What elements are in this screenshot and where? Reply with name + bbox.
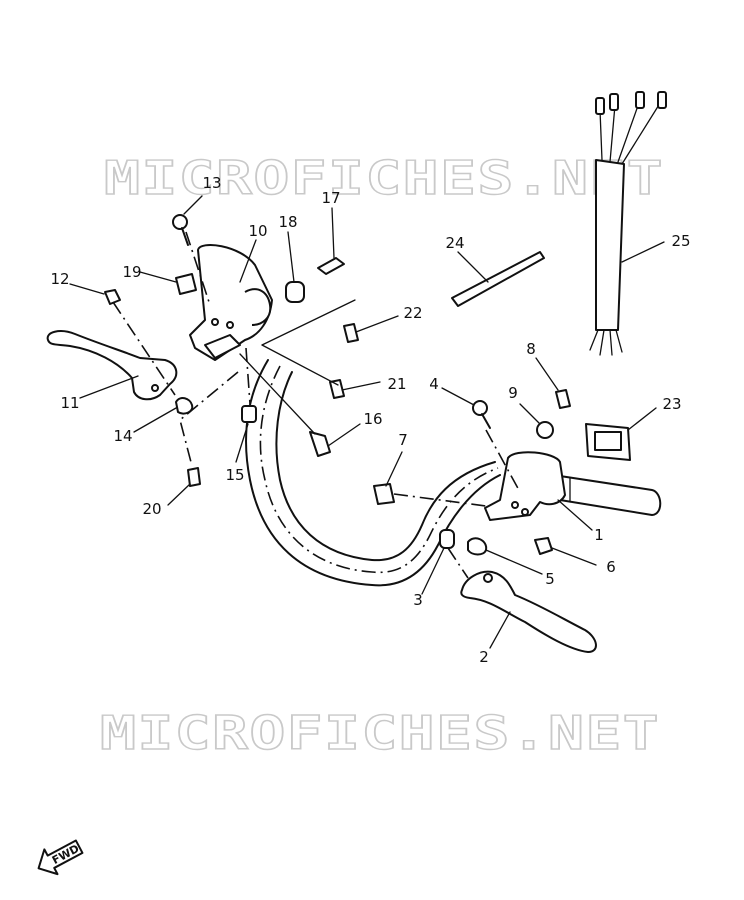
callout-labels: 1 2 3 4 5 6 7 8 9 10 11 12 13 14 15 16 1… [50, 174, 690, 666]
callout-21: 21 [387, 375, 406, 393]
leader-lines [69, 195, 665, 649]
callout-3: 3 [413, 591, 423, 609]
callout-25: 25 [671, 232, 690, 250]
callout-11: 11 [60, 394, 79, 412]
callout-6: 6 [606, 558, 616, 576]
left-lever [46, 330, 178, 401]
watermark-bottom: MICROFICHES.NET [100, 706, 660, 760]
callout-13: 13 [202, 174, 221, 192]
callout-5: 5 [545, 570, 555, 588]
callout-23: 23 [662, 395, 681, 413]
callout-2: 2 [479, 648, 489, 666]
callout-14: 14 [113, 427, 132, 445]
right-grip [559, 475, 662, 516]
callout-17: 17 [321, 189, 340, 207]
right-lever [460, 570, 597, 653]
watermark-top: MICROFICHES.NET [104, 151, 664, 205]
callout-18: 18 [278, 213, 297, 231]
right-bracket [484, 451, 566, 521]
callout-8: 8 [526, 340, 536, 358]
callout-19: 19 [122, 263, 141, 281]
callout-24: 24 [445, 234, 464, 252]
callout-1: 1 [594, 526, 604, 544]
assembly-lines [112, 231, 521, 579]
fwd-arrow-icon: FWD [37, 839, 84, 876]
callout-4: 4 [429, 375, 439, 393]
callout-16: 16 [363, 410, 382, 428]
callout-22: 22 [403, 304, 422, 322]
callout-20: 20 [142, 500, 161, 518]
callout-15: 15 [225, 466, 244, 484]
left-switch-housing [189, 244, 273, 361]
callout-9: 9 [508, 384, 518, 402]
small-parts [104, 91, 667, 556]
callout-12: 12 [50, 270, 69, 288]
callout-7: 7 [398, 431, 408, 449]
callout-10: 10 [248, 222, 267, 240]
handlebar [245, 359, 501, 587]
